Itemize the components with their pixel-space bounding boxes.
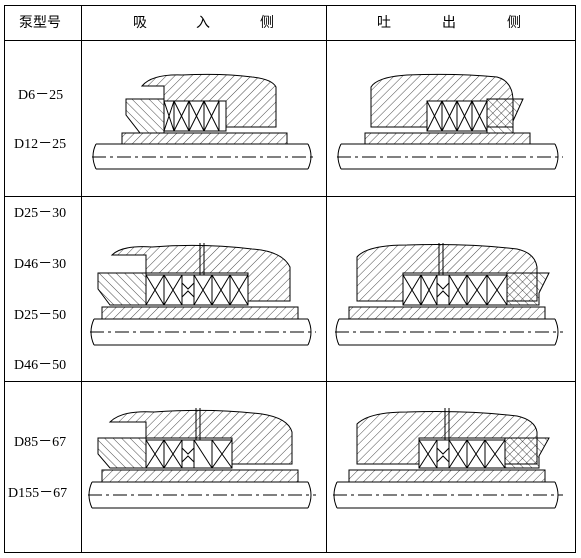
model-label: D85－67 (14, 435, 67, 450)
seal-diagram-row1-discharge (337, 73, 563, 170)
model-label: D25－30 (14, 206, 67, 221)
model-label: D12－25 (14, 137, 67, 152)
header-pump-model: 泵型号 (19, 15, 61, 31)
header-discharge-char-1: 吐 (377, 15, 391, 31)
model-label: D6－25 (18, 88, 64, 103)
model-label: D46－30 (14, 257, 67, 272)
seal-diagram-row2-discharge (335, 243, 563, 346)
header-suction-char-2: 入 (196, 15, 210, 31)
seal-diagram-row2-suction (90, 243, 316, 346)
seal-diagram-row1-suction (92, 73, 316, 170)
model-label: D25－50 (14, 308, 67, 323)
header-discharge-char-2: 出 (442, 15, 456, 31)
header-suction-char-1: 吸 (133, 15, 147, 31)
header-discharge-char-3: 侧 (507, 15, 521, 31)
header-suction-char-3: 侧 (260, 15, 274, 31)
model-label: D155－67 (8, 486, 68, 501)
model-label: D46－50 (14, 358, 67, 373)
seal-diagram-row3-discharge (333, 408, 563, 509)
seal-diagram-row3-suction (88, 408, 316, 509)
